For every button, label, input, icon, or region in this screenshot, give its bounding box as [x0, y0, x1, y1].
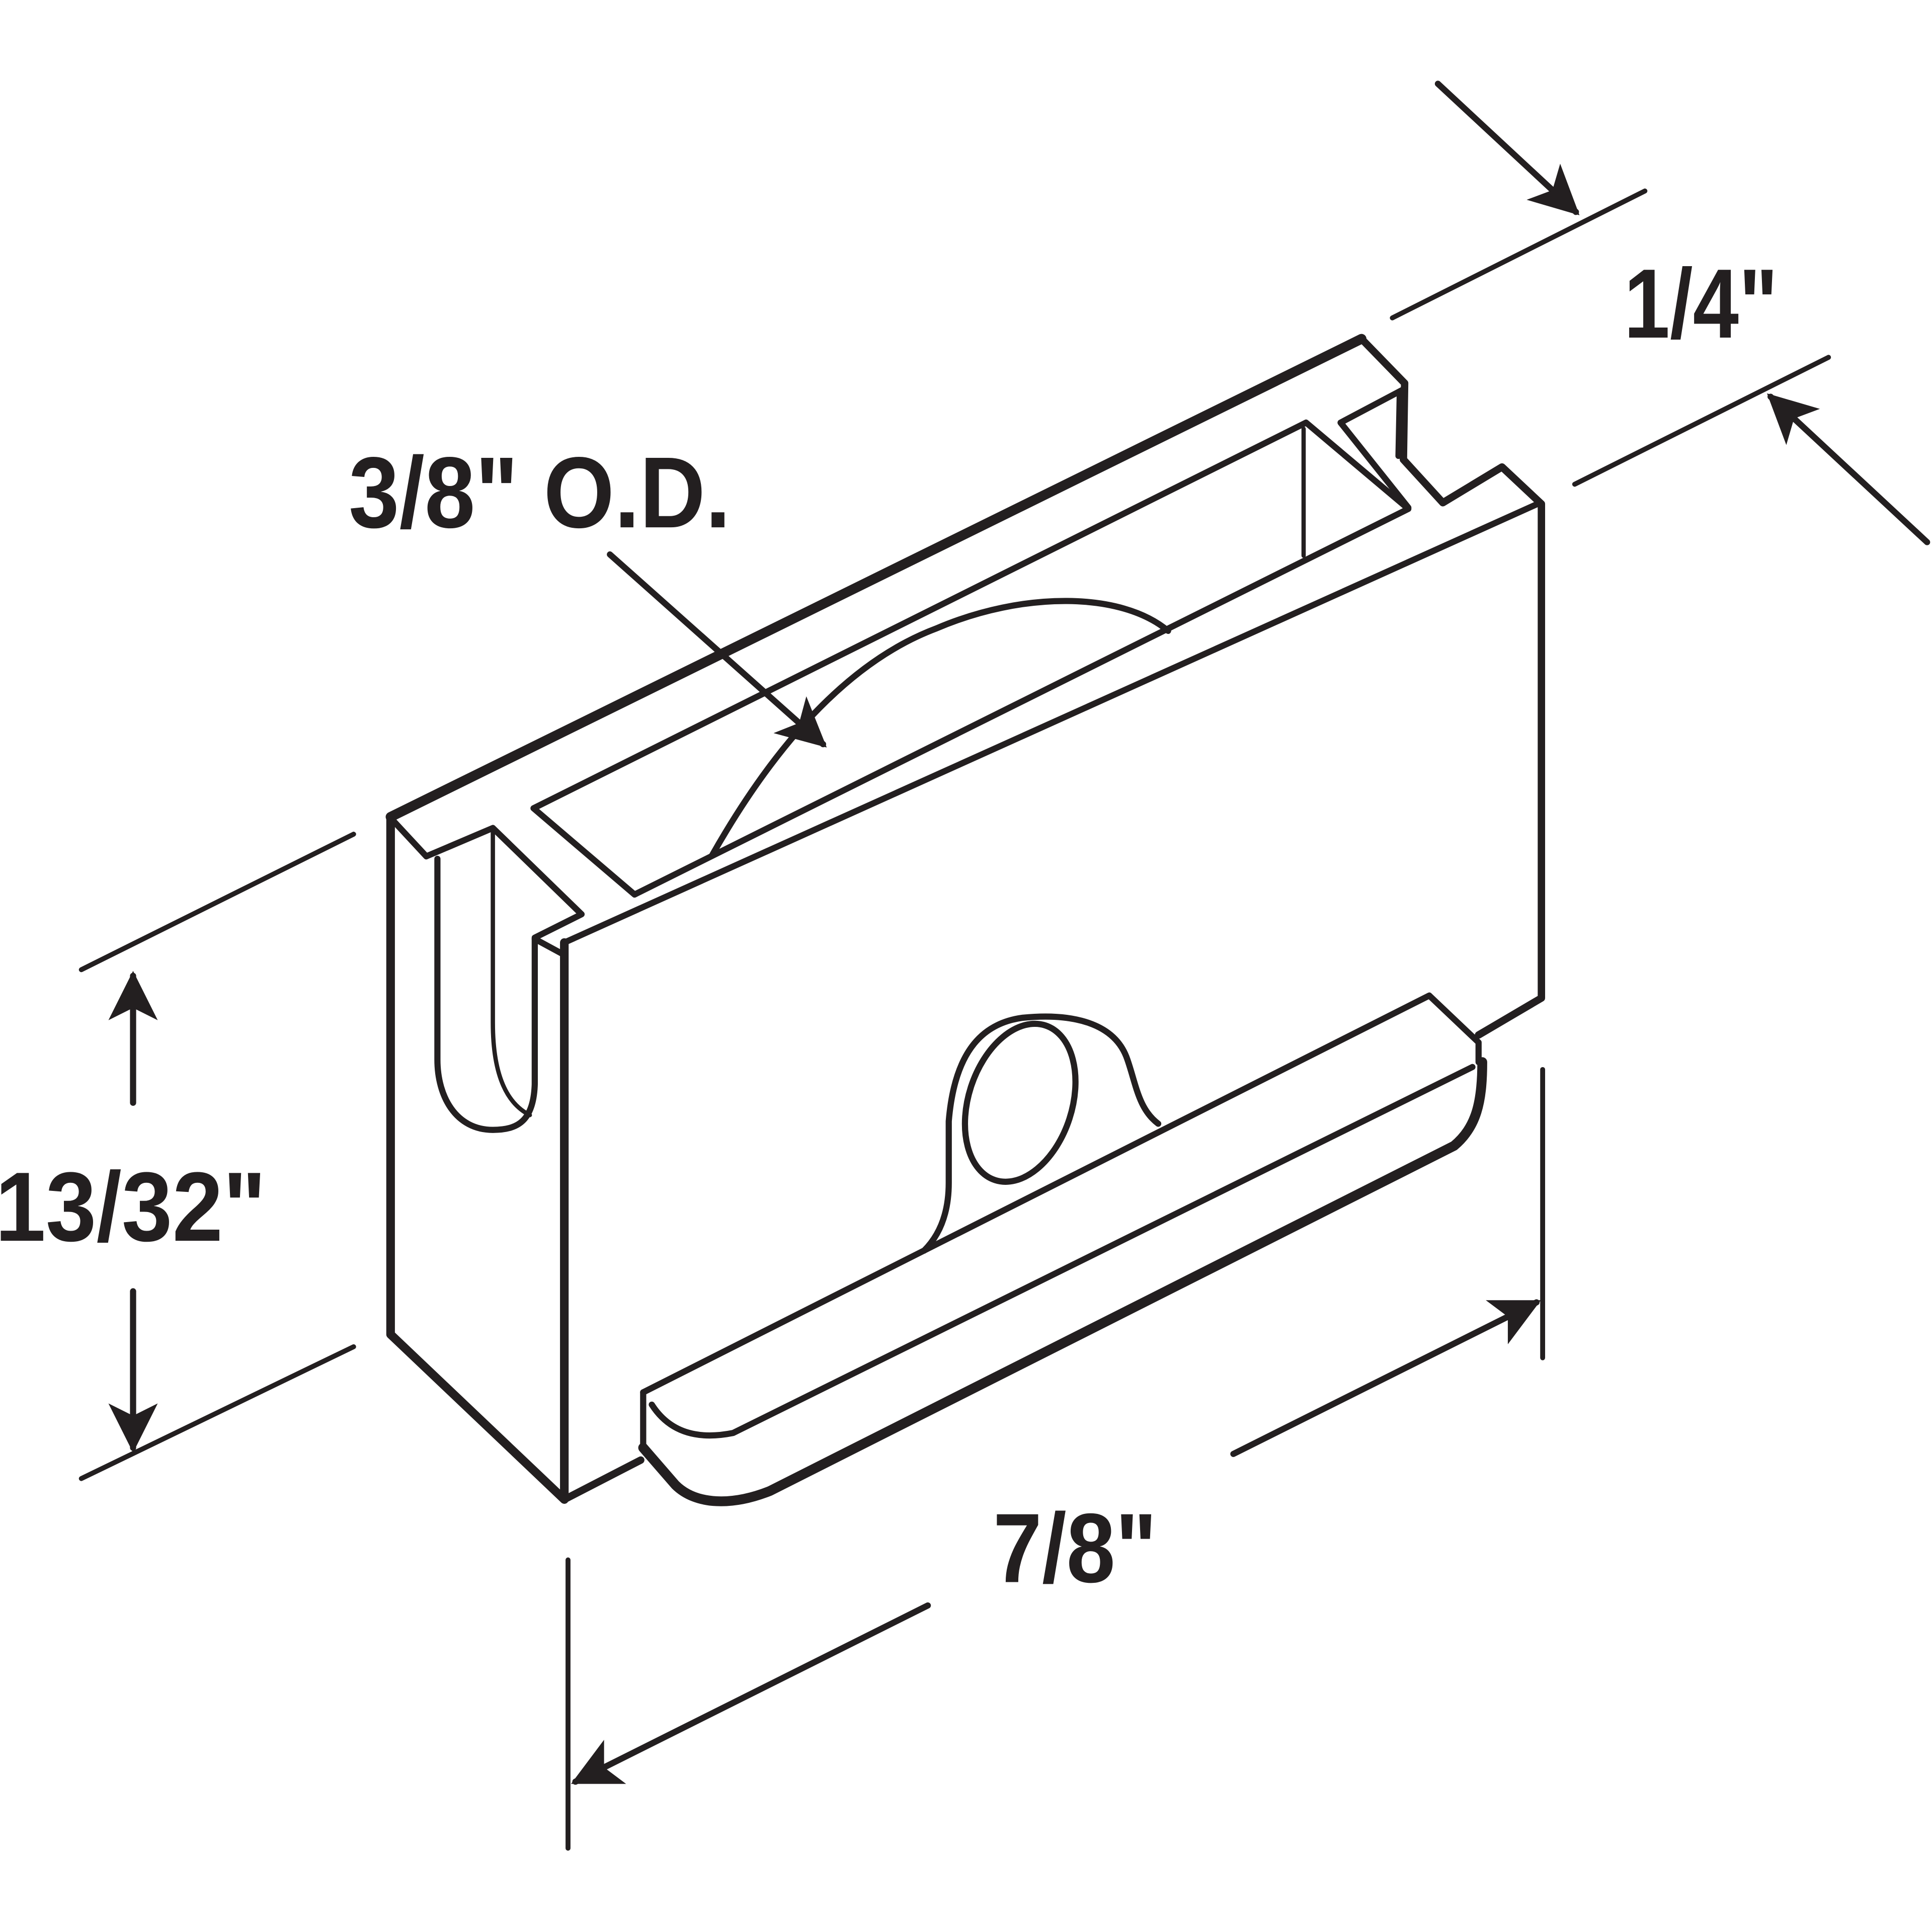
- housing-front-top-edge: [561, 500, 1544, 946]
- arrow-length-right: [1230, 1299, 1541, 1457]
- label-length: 7/8": [993, 1493, 1157, 1603]
- housing-top-right-notch: [1357, 335, 1546, 1039]
- dimension-thickness: 1/4": [1390, 80, 1930, 545]
- label-wheel-od: 3/8" O.D.: [349, 436, 731, 549]
- housing-left-slot-inner: [491, 831, 532, 1117]
- arrow-thickness-top: [1434, 80, 1580, 215]
- axle-boss: [921, 1013, 1162, 1254]
- dimension-wheel-od: 3/8" O.D.: [349, 436, 827, 748]
- dimension-length: 7/8": [566, 1067, 1546, 1851]
- label-thickness: 1/4": [1624, 249, 1778, 359]
- axle-hole-ring: [961, 1020, 1079, 1185]
- label-height: 13/32": [0, 1152, 266, 1262]
- arrow-thickness-bottom: [1767, 393, 1930, 545]
- housing-channel: [530, 419, 1412, 898]
- housing-left-flange: [531, 936, 568, 958]
- extension-thickness-top: [1390, 188, 1648, 320]
- axle-outline: [921, 1013, 1162, 1254]
- rail-top: [640, 992, 1482, 1396]
- housing-top-edge: [385, 334, 1366, 822]
- rail-upper-face: [640, 1064, 1476, 1447]
- rail-bottom: [638, 1057, 1487, 1506]
- arrow-length-left: [571, 1602, 931, 1785]
- bottom-rail: [638, 992, 1487, 1506]
- housing-notch-inner: [1337, 386, 1412, 511]
- housing-left-profile: [391, 819, 585, 1133]
- dimension-height: 13/32": [0, 832, 356, 1481]
- extension-thickness-bottom: [1572, 355, 1831, 487]
- extension-height-bottom: [78, 1344, 356, 1481]
- wheel-arc: [709, 598, 1171, 858]
- leader-wheel-od: [607, 551, 827, 748]
- extension-height-top: [78, 832, 356, 973]
- housing-bottom-edge: [560, 1456, 645, 1503]
- housing-left-edge: [386, 813, 569, 1504]
- housing: [385, 334, 1546, 1504]
